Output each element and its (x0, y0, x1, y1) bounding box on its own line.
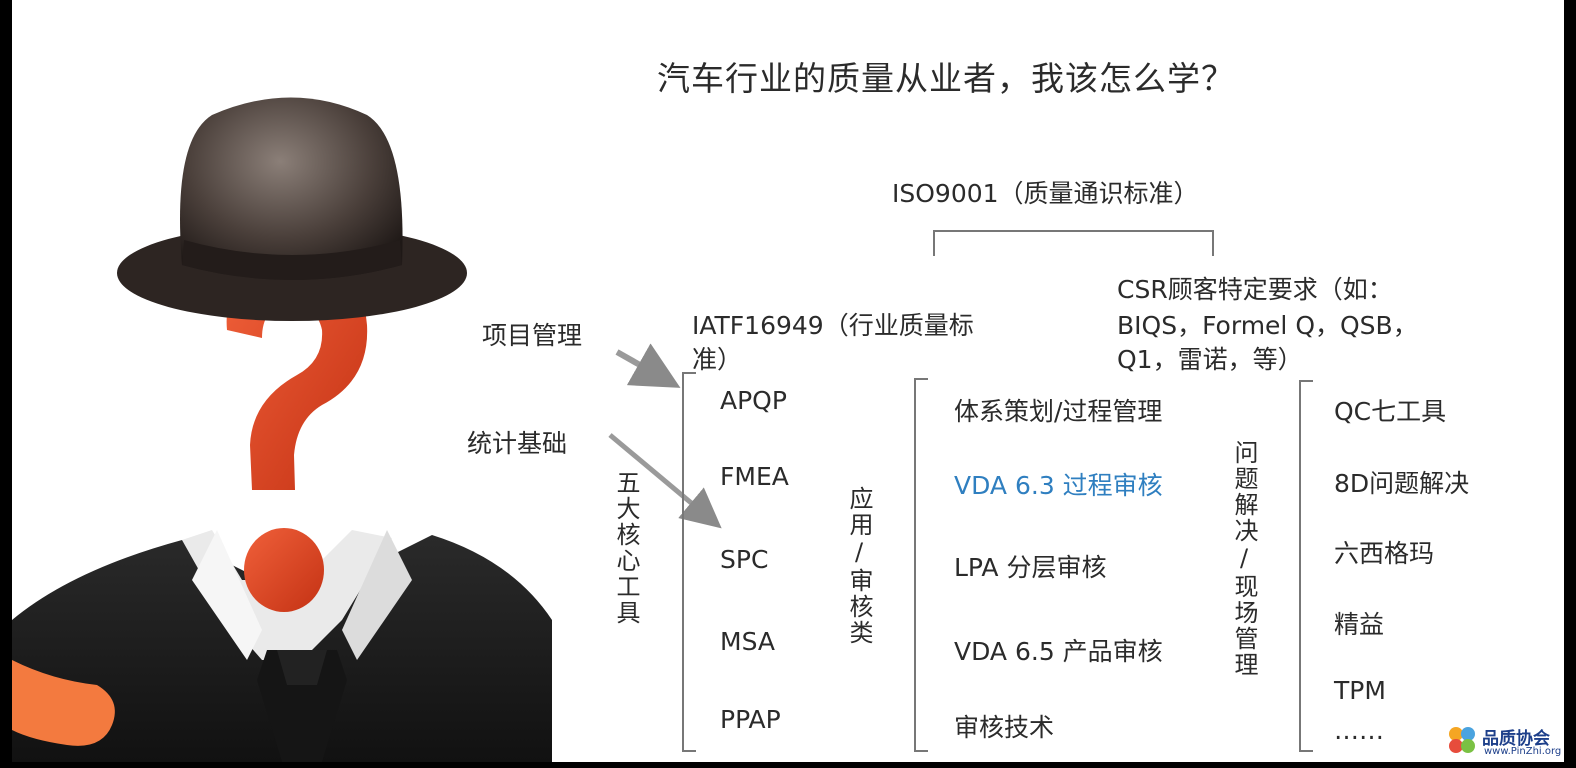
flower-logo-icon (1449, 727, 1475, 753)
slide: 汽车行业的质量从业者，我该怎么学？ ISO9001（质量通识标准） IATF16… (12, 0, 1564, 762)
question-man-illustration (12, 97, 552, 762)
hat-crown (180, 97, 403, 280)
quality-tools-bracket (1299, 380, 1313, 752)
core-tool-item: FMEA (720, 462, 789, 491)
question-mark-shape (226, 264, 368, 490)
project-management-label: 项目管理 (482, 321, 583, 350)
csr-label-line1: CSR顾客特定要求（如： (1117, 275, 1393, 304)
audit-item-highlighted: VDA 6.3 过程审核 (954, 471, 1163, 500)
five-core-tools-label: 五大核心工具 (612, 470, 640, 626)
core-tool-item: SPC (720, 545, 769, 574)
quality-tool-item: …… (1334, 716, 1384, 745)
apply-audit-label: 应用/审核类 (845, 486, 873, 646)
watermark-url: www.PinZhi.org (1484, 746, 1562, 757)
watermark-name: 品质协会 (1482, 729, 1550, 749)
arrows-layer (608, 343, 722, 529)
core-tool-item: APQP (720, 386, 787, 415)
quality-tool-item: QC七工具 (1334, 397, 1447, 426)
audit-item: 体系策划/过程管理 (954, 397, 1163, 426)
iatf-label-line2: 准） (692, 345, 743, 374)
question-dot (244, 528, 324, 612)
core-tools-bracket (682, 372, 696, 752)
core-tool-item: PPAP (720, 705, 781, 734)
top-bracket (933, 230, 1214, 256)
iso9001-label: ISO9001（质量通识标准） (892, 179, 1199, 208)
quality-tool-item: 六西格玛 (1334, 539, 1435, 568)
iatf-label-line1: IATF16949（行业质量标 (692, 311, 974, 340)
statistics-basis-label: 统计基础 (467, 429, 568, 458)
page-title: 汽车行业的质量从业者，我该怎么学？ (657, 59, 1235, 98)
audit-item: VDA 6.5 产品审核 (954, 637, 1163, 666)
audit-bracket (914, 378, 928, 752)
arrow-icon (615, 343, 681, 388)
quality-tool-item: 8D问题解决 (1334, 469, 1470, 498)
csr-label-line2: BIQS，Formel Q，QSB， (1117, 311, 1418, 340)
quality-tool-item: TPM (1334, 676, 1386, 705)
audit-item: 审核技术 (954, 713, 1055, 742)
orange-hand-shape (12, 660, 115, 746)
quality-tool-item: 精益 (1334, 610, 1385, 639)
tie-shape (257, 650, 347, 762)
hat-band (182, 240, 402, 280)
problem-solving-label: 问题解决/现场管理 (1230, 440, 1258, 678)
audit-item: LPA 分层审核 (954, 553, 1107, 582)
csr-label-line3: Q1，雷诺，等） (1117, 345, 1303, 374)
core-tool-item: MSA (720, 627, 776, 656)
arrow-icon (608, 433, 722, 529)
